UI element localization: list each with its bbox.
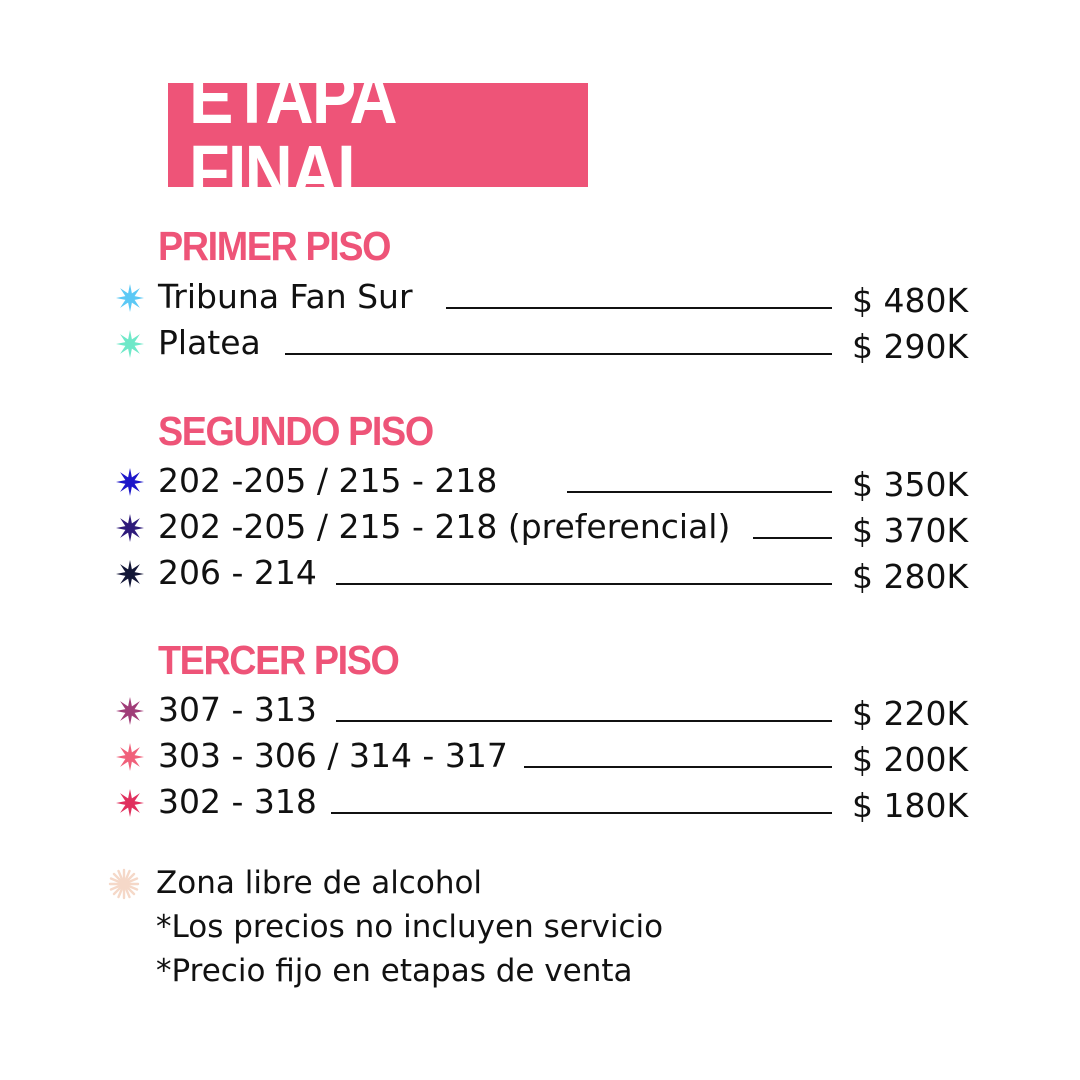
price-row-preferencial: 202 -205 / 215 - 218 (preferencial) $ 37… bbox=[0, 507, 1080, 550]
section-heading-primer-piso: PRIMER PISO bbox=[158, 223, 392, 269]
note-fixed-price: *Precio fijo en etapas de venta bbox=[156, 953, 633, 989]
price-row-206-214: 206 - 214 $ 280K bbox=[0, 553, 1080, 596]
row-label: 307 - 313 bbox=[158, 690, 317, 729]
leader-line bbox=[567, 491, 832, 493]
row-price: $ 480K bbox=[852, 281, 969, 320]
sky-blue-star-icon bbox=[116, 284, 144, 312]
page-title: ETAPA FINAL bbox=[189, 56, 395, 213]
mint-star-icon bbox=[116, 330, 144, 358]
row-price: $ 200K bbox=[852, 740, 969, 779]
row-label: 202 -205 / 215 - 218 (preferencial) bbox=[158, 507, 731, 546]
price-row-302-318: 302 - 318 $ 180K bbox=[0, 782, 1080, 825]
row-label: Tribuna Fan Sur bbox=[158, 277, 413, 316]
row-price: $ 180K bbox=[852, 786, 969, 825]
note-service-not-included: *Los precios no incluyen servicio bbox=[156, 909, 664, 945]
leader-line bbox=[524, 766, 832, 768]
sparkle-icon bbox=[108, 868, 140, 900]
star-shape bbox=[116, 743, 144, 771]
row-label: 206 - 214 bbox=[158, 553, 317, 592]
star-shape bbox=[116, 560, 144, 588]
row-price: $ 280K bbox=[852, 557, 969, 596]
leader-line bbox=[336, 583, 832, 585]
star-shape bbox=[116, 789, 144, 817]
section-heading-tercer-piso: TERCER PISO bbox=[158, 637, 400, 683]
star-shape bbox=[116, 697, 144, 725]
row-price: $ 350K bbox=[852, 465, 969, 504]
row-price: $ 370K bbox=[852, 511, 969, 550]
blue-star-icon bbox=[116, 468, 144, 496]
row-price: $ 290K bbox=[852, 327, 969, 366]
star-shape bbox=[116, 330, 144, 358]
star-shape bbox=[116, 468, 144, 496]
row-label: Platea bbox=[158, 323, 261, 362]
row-price: $ 220K bbox=[852, 694, 969, 733]
coral-star-icon bbox=[116, 743, 144, 771]
price-row-303-306-314-317: 303 - 306 / 314 - 317 $ 200K bbox=[0, 736, 1080, 779]
leader-line bbox=[336, 720, 832, 722]
indigo-star-icon bbox=[116, 514, 144, 542]
note-alcohol-free: Zona libre de alcohol bbox=[156, 865, 483, 901]
price-row-202-205-215-218: 202 -205 / 215 - 218 $ 350K bbox=[0, 461, 1080, 504]
leader-line bbox=[331, 812, 832, 814]
price-row-tribuna-fan-sur: Tribuna Fan Sur $ 480K bbox=[0, 277, 1080, 320]
crimson-star-icon bbox=[116, 789, 144, 817]
price-row-platea: Platea $ 290K bbox=[0, 323, 1080, 366]
star-shape bbox=[116, 514, 144, 542]
leader-line bbox=[753, 537, 832, 539]
price-row-307-313: 307 - 313 $ 220K bbox=[0, 690, 1080, 733]
row-label: 202 -205 / 215 - 218 bbox=[158, 461, 498, 500]
sparkle-shape bbox=[108, 868, 140, 900]
leader-line bbox=[285, 353, 832, 355]
leader-line bbox=[446, 307, 832, 309]
navy-star-icon bbox=[116, 560, 144, 588]
row-label: 303 - 306 / 314 - 317 bbox=[158, 736, 508, 775]
title-banner: ETAPA FINAL bbox=[168, 61, 588, 209]
row-label: 302 - 318 bbox=[158, 782, 317, 821]
plum-star-icon bbox=[116, 697, 144, 725]
section-heading-segundo-piso: SEGUNDO PISO bbox=[158, 408, 434, 454]
star-shape bbox=[116, 284, 144, 312]
